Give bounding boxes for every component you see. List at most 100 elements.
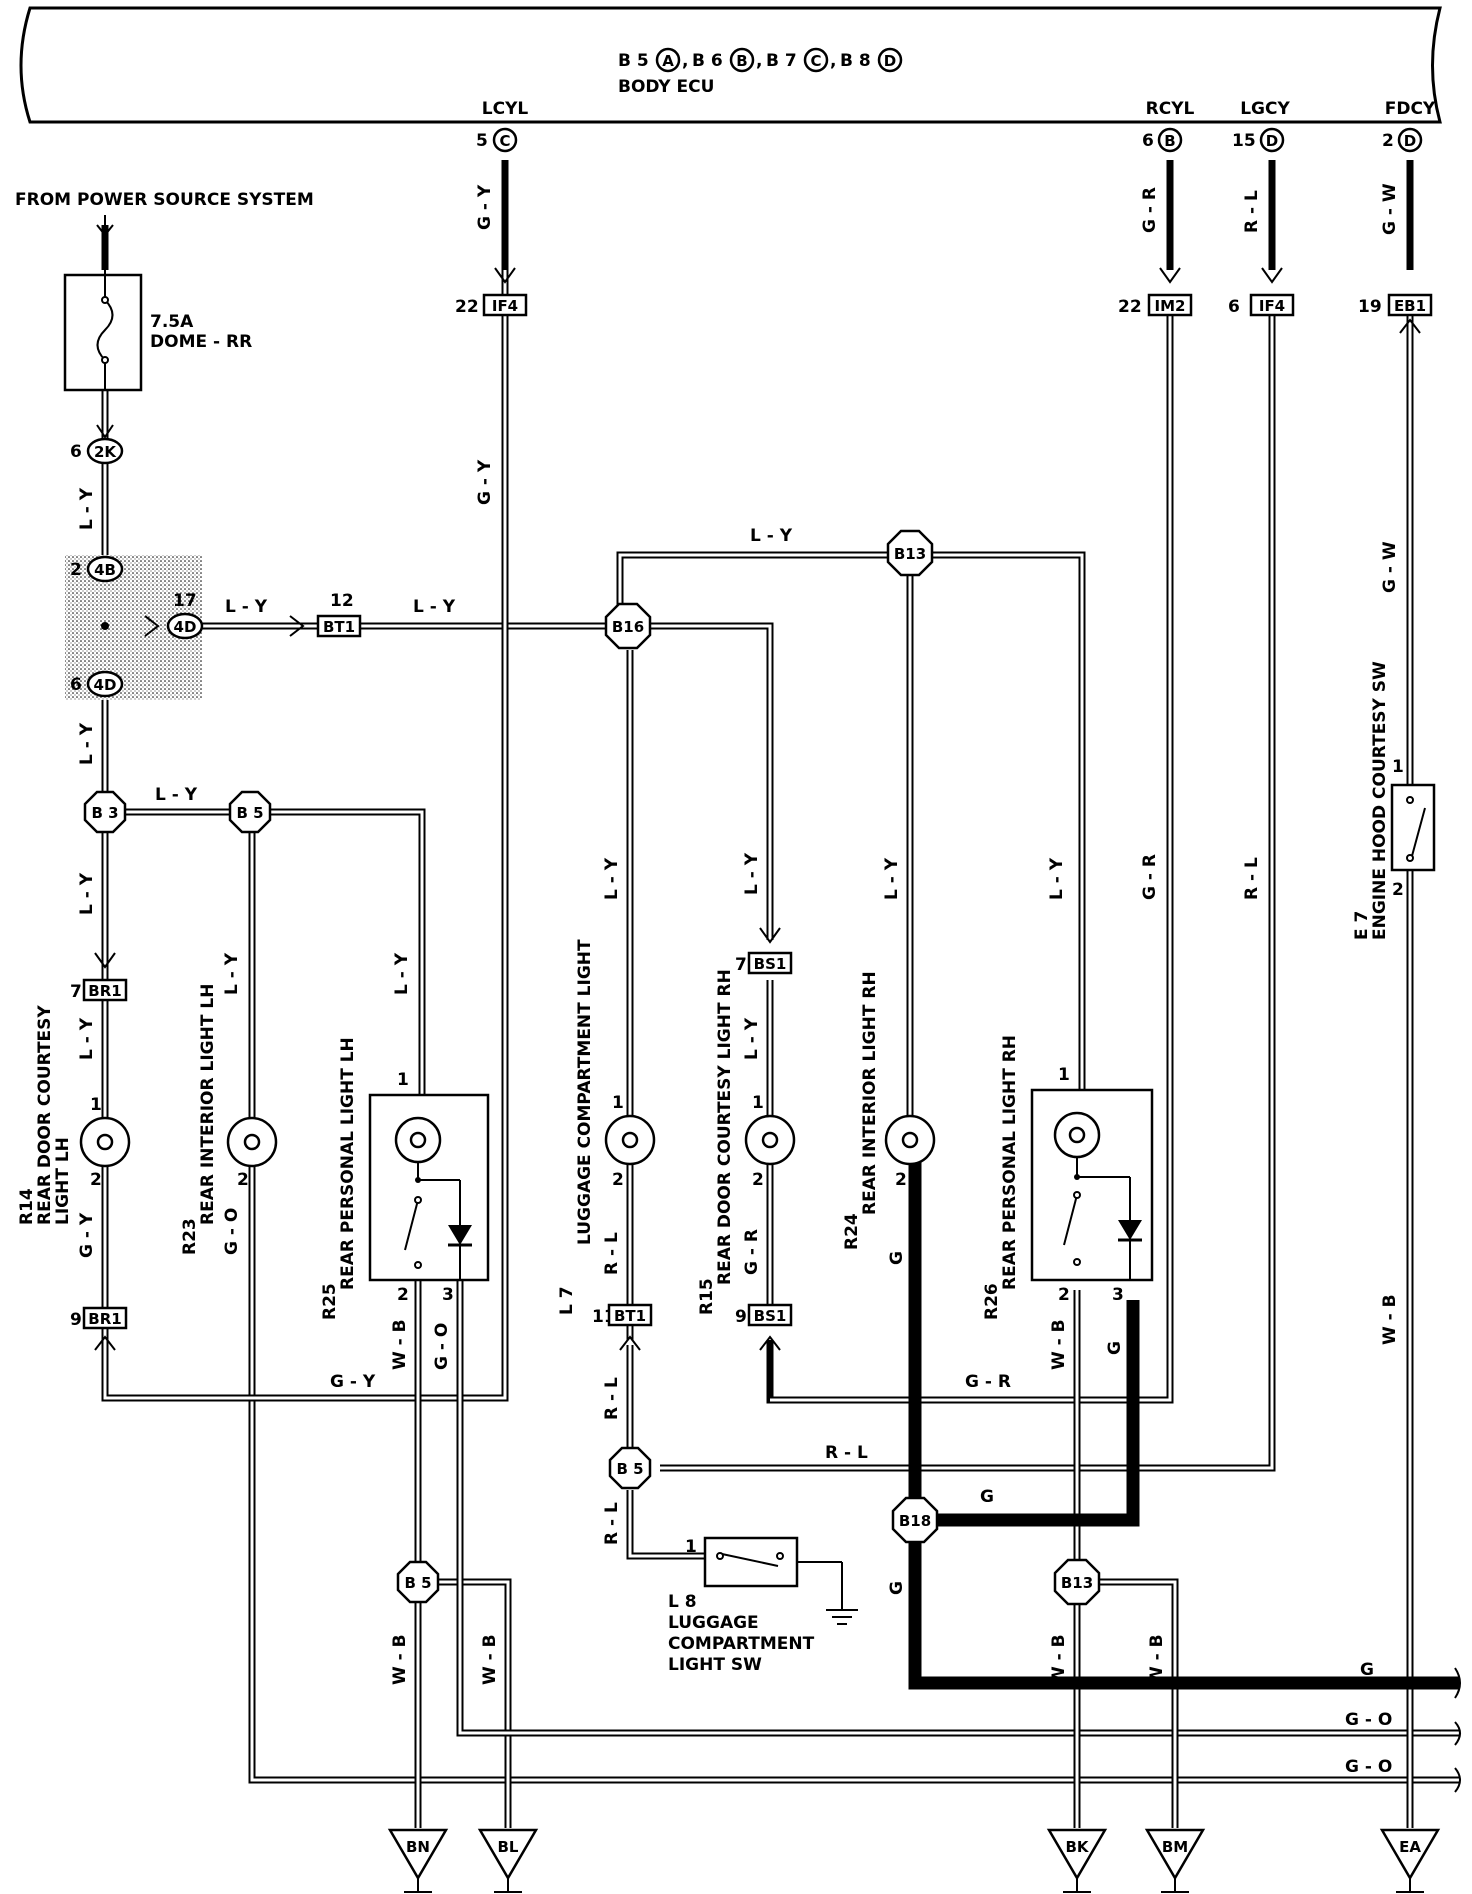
connector-4d: 4D xyxy=(174,618,197,636)
connector-pin: 22 xyxy=(1118,297,1142,317)
r23-name: REAR INTERIOR LIGHT LH xyxy=(198,984,218,1225)
connector-pin: 22 xyxy=(455,297,479,317)
svg-text:3: 3 xyxy=(442,1285,454,1305)
terminal-pin: 6 xyxy=(1142,131,1154,151)
connector-pin: 6 xyxy=(1228,297,1240,317)
wire-label: G - W xyxy=(1380,541,1400,593)
junction-b18: B18 xyxy=(891,1496,939,1544)
svg-text:,: , xyxy=(756,51,762,71)
svg-text:,: , xyxy=(682,51,688,71)
wire-label: G - O xyxy=(222,1208,242,1255)
l8-name-line3: LIGHT SW xyxy=(668,1655,762,1675)
junction-b3: B 3 xyxy=(83,790,127,834)
junction-b5: B 5 xyxy=(228,790,272,834)
wire-label: L - Y xyxy=(1047,857,1067,900)
connector-eb1: EB1 xyxy=(1394,297,1426,315)
connector-br1: BR1 xyxy=(88,982,121,1000)
e7-code: E 7 xyxy=(1352,911,1372,940)
wire-label: W - B xyxy=(1380,1294,1400,1345)
wire-label: L - Y xyxy=(742,852,762,895)
lamp-r15 xyxy=(744,1114,796,1166)
svg-text:BL: BL xyxy=(498,1838,519,1856)
junction-b13-top: B13 xyxy=(886,529,934,577)
ground-bl: BL xyxy=(477,1828,539,1893)
wire-label: L - Y xyxy=(77,1017,97,1060)
wire-label: G xyxy=(887,1251,907,1265)
connector-pin: 17 xyxy=(173,591,197,611)
ground-bm: BM xyxy=(1144,1828,1206,1893)
wire-label: L - Y xyxy=(77,487,97,530)
pin-numbers: 1 2 2 1 2 3 1 2 1 2 2 1 2 3 1 2 1 xyxy=(90,757,1404,1557)
wire-label: L - Y xyxy=(882,857,902,900)
wire-label: G - Y xyxy=(330,1372,376,1392)
junction-b16: B16 xyxy=(604,602,652,650)
connector-2k: 2K xyxy=(94,443,117,461)
ecu-connector-letter: C xyxy=(810,52,821,70)
terminal-lcyl: LCYL xyxy=(482,99,529,119)
svg-text:2: 2 xyxy=(237,1170,249,1190)
fuse-name: DOME - RR xyxy=(150,332,252,352)
svg-text:EA: EA xyxy=(1399,1838,1421,1856)
wire-label: R - L xyxy=(825,1443,868,1463)
terminal-lgcy: LGCY xyxy=(1240,99,1290,119)
wire-label: R - L xyxy=(602,1377,622,1420)
svg-text:1: 1 xyxy=(1392,757,1404,777)
junction-b5-lower: B 5 xyxy=(396,1560,440,1604)
e7-switch xyxy=(1390,783,1436,872)
connector-br1-lower: BR1 xyxy=(88,1310,121,1328)
l7-code: L 7 xyxy=(557,1286,577,1315)
wire-label: G xyxy=(1360,1660,1374,1680)
e7-name: ENGINE HOOD COURTESY SW xyxy=(1370,661,1390,940)
l7-name: LUGGAGE COMPARTMENT LIGHT xyxy=(575,939,595,1245)
wire-label: L - Y xyxy=(155,785,198,805)
connector-if4: IF4 xyxy=(492,297,518,315)
svg-text:3: 3 xyxy=(1112,1285,1124,1305)
terminal-pin: 5 xyxy=(476,131,488,151)
terminal-pin: 15 xyxy=(1232,131,1256,151)
connector-pin: 2 xyxy=(70,560,82,580)
svg-text:B13: B13 xyxy=(894,545,926,563)
lamps xyxy=(79,1114,936,1168)
svg-text:2: 2 xyxy=(397,1285,409,1305)
wire-label: G - O xyxy=(432,1323,452,1370)
r26-module xyxy=(1030,1088,1154,1282)
wire-label: W - B xyxy=(390,1319,410,1370)
terminal-letter: D xyxy=(1266,132,1278,150)
r25-code: R25 xyxy=(320,1283,340,1320)
r24-name: REAR INTERIOR LIGHT RH xyxy=(860,971,880,1215)
svg-text:BM: BM xyxy=(1162,1838,1188,1856)
svg-text:2: 2 xyxy=(1392,880,1404,900)
connector-pin: 9 xyxy=(70,1310,82,1330)
junction-b13-lower: B13 xyxy=(1053,1558,1101,1606)
r26-code: R26 xyxy=(982,1283,1002,1320)
svg-text:2: 2 xyxy=(612,1170,624,1190)
wire-label: G - O xyxy=(1345,1710,1392,1730)
terminal-letter: D xyxy=(1404,132,1416,150)
wire-label: G - Y xyxy=(475,459,495,505)
l8-code: L 8 xyxy=(668,1592,697,1612)
terminal-pin: 2 xyxy=(1382,131,1394,151)
svg-text:1: 1 xyxy=(397,1070,409,1090)
svg-text:BN: BN xyxy=(406,1838,430,1856)
r26-name: REAR PERSONAL LIGHT RH xyxy=(1000,1035,1020,1290)
ecu-connector-letter: D xyxy=(884,52,896,70)
wire-label: R - L xyxy=(1242,857,1262,900)
wire-label: W - B xyxy=(1147,1634,1167,1685)
wire-label: L - Y xyxy=(742,1017,762,1060)
connector-pin: 6 xyxy=(70,442,82,462)
svg-text:,: , xyxy=(830,51,836,71)
svg-text:B18: B18 xyxy=(899,1512,931,1530)
connector-pin: 7 xyxy=(70,982,82,1002)
connector-pin: 7 xyxy=(735,955,747,975)
ecu-connector-letter: B xyxy=(736,52,747,70)
wire-label: G - R xyxy=(1140,854,1160,900)
wire-label: G xyxy=(980,1487,994,1507)
wire-label: G xyxy=(887,1581,907,1595)
wire-label: L - Y xyxy=(222,952,242,995)
connector-pin: 6 xyxy=(70,675,82,695)
wire-label: L - Y xyxy=(77,872,97,915)
terminal-fdcy: FDCY xyxy=(1385,99,1436,119)
ecu-connector-code: B 7 xyxy=(766,51,797,71)
terminal-rcyl: RCYL xyxy=(1146,99,1195,119)
wire-label: W - B xyxy=(1049,1319,1069,1370)
